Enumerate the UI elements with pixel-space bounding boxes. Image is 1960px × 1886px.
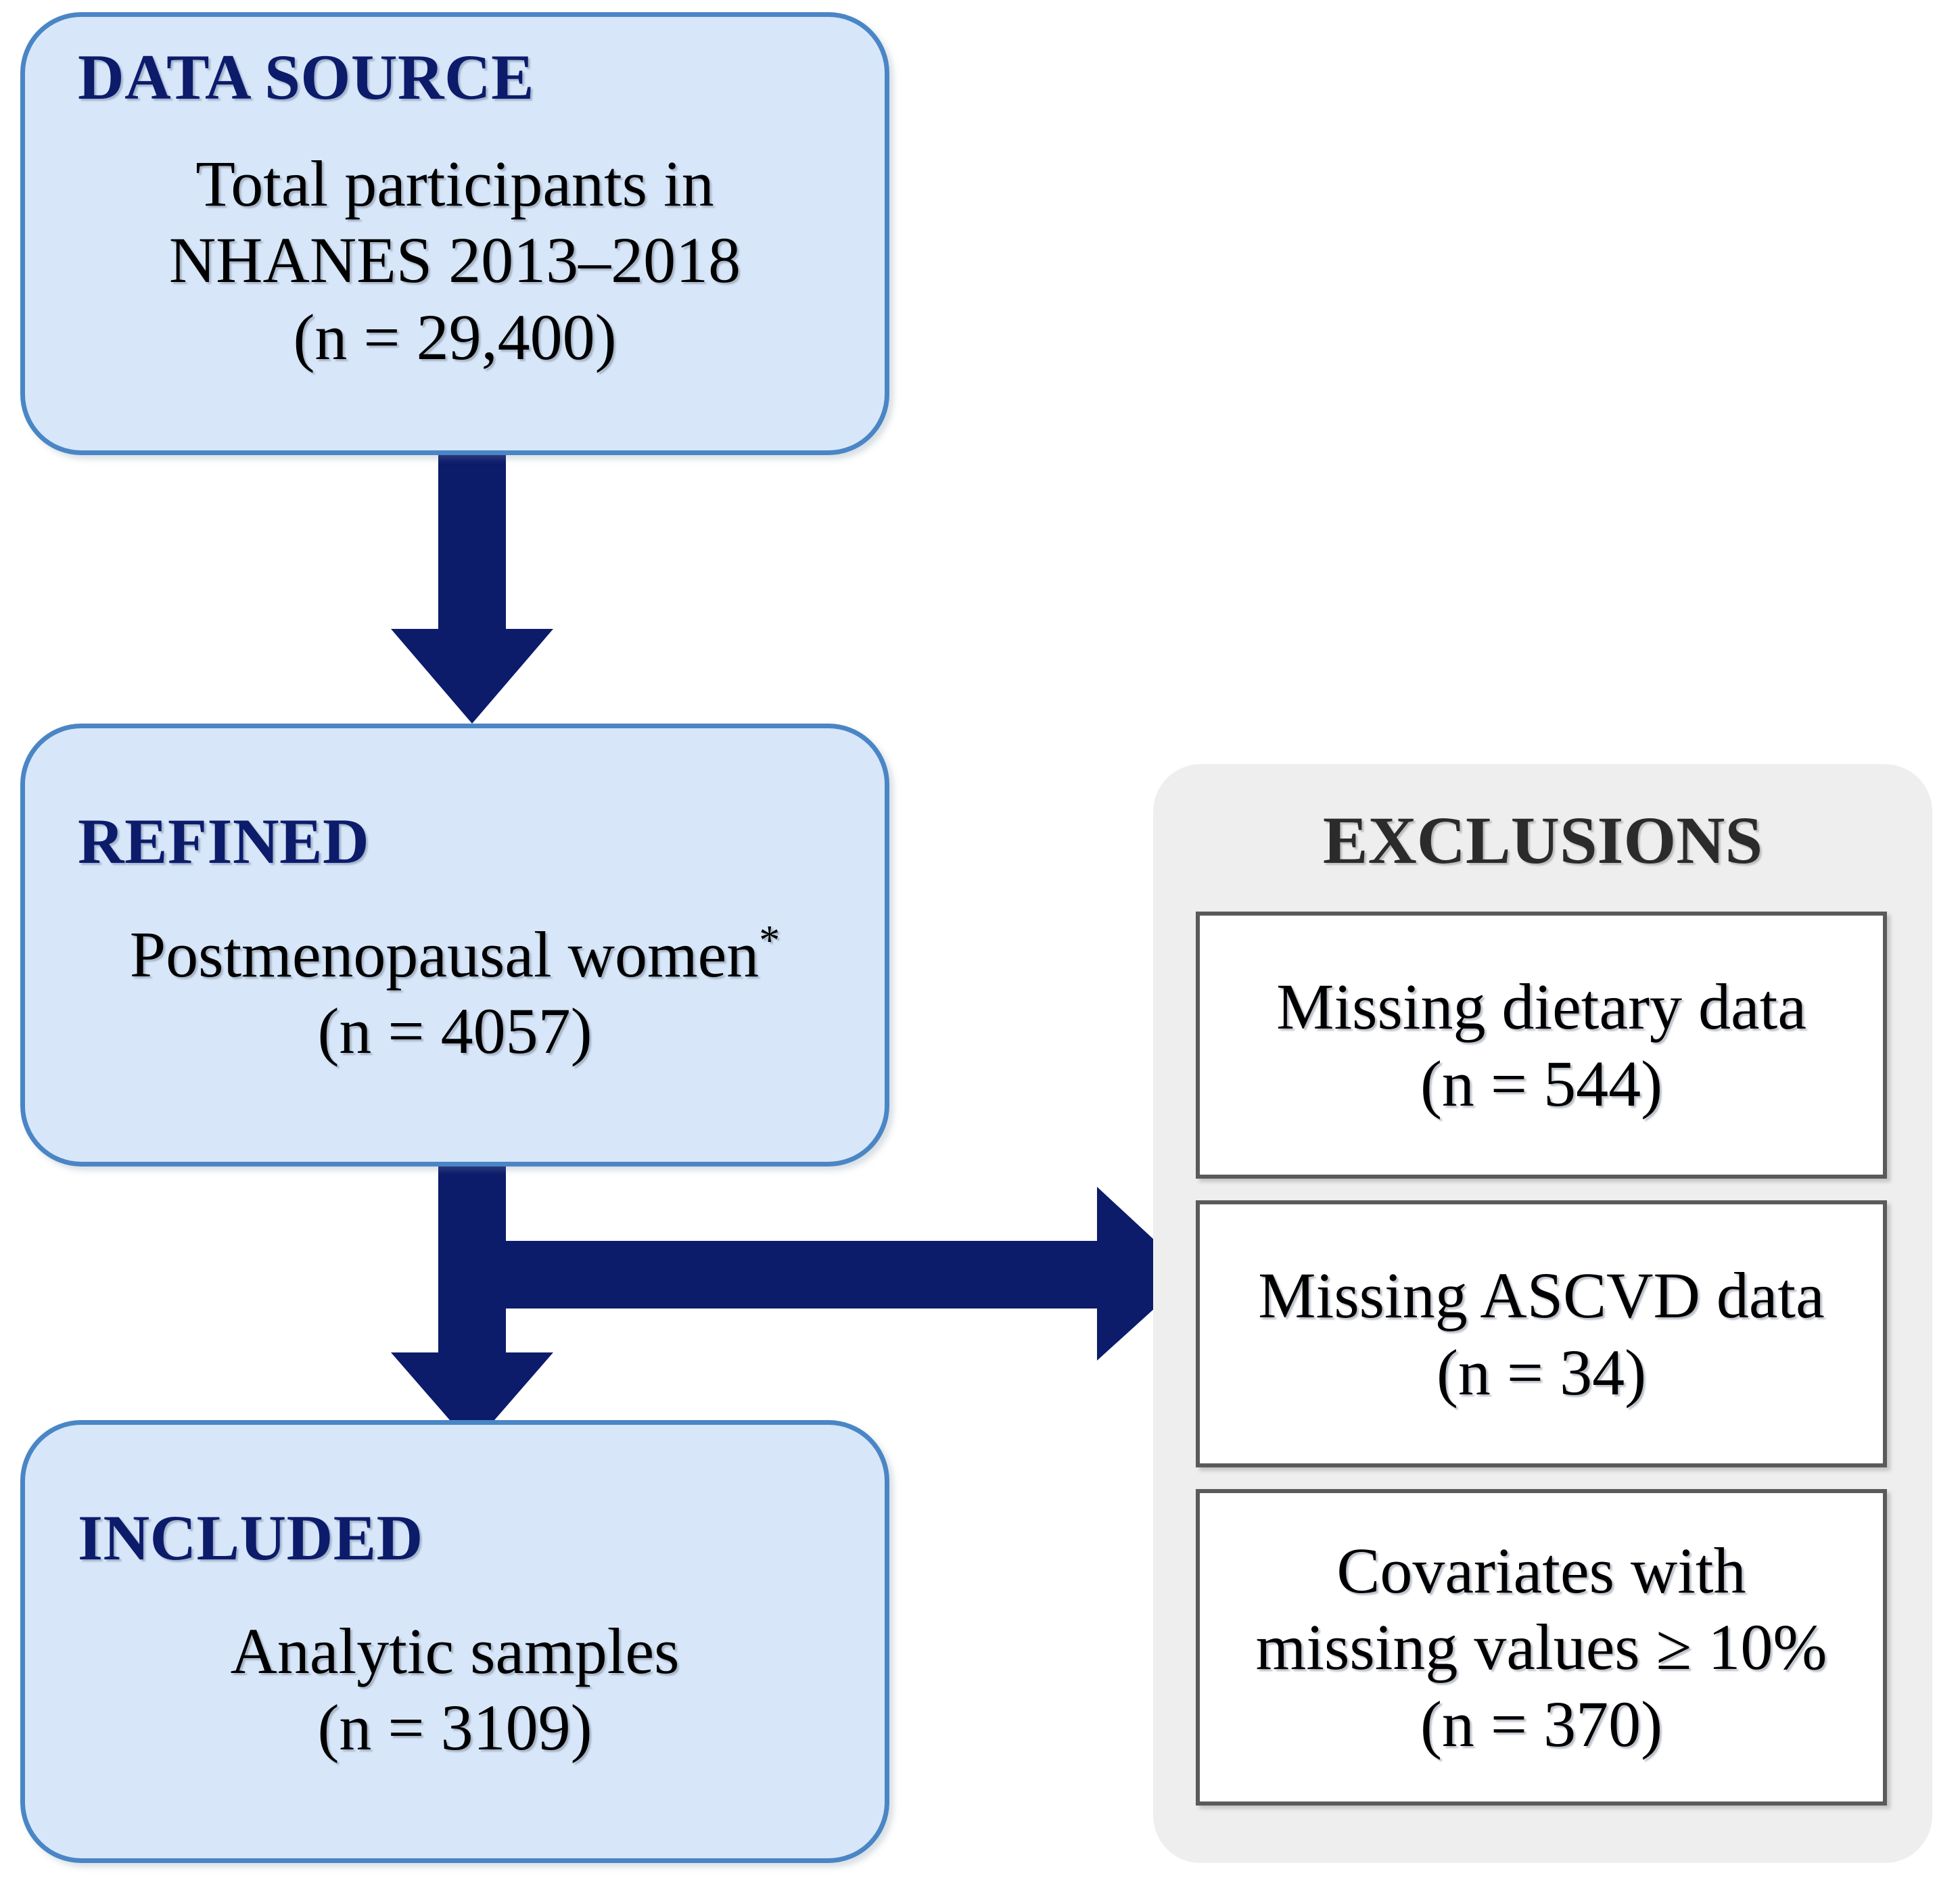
flow-node-body-refined: Postmenopausal women* (n = 4057)	[25, 916, 885, 1070]
arrow-data-source-to-refined	[391, 454, 553, 724]
exclusion-text-line: (n = 34)	[1436, 1336, 1647, 1409]
exclusion-item-covariates-missing-values: Covariates with missing values ≥ 10% (n …	[1196, 1489, 1887, 1806]
exclusion-text-line: Missing dietary data	[1276, 970, 1806, 1043]
flow-text-line: Total participants in	[195, 147, 714, 220]
flow-node-refined: REFINED Postmenopausal women* (n = 4057)	[20, 724, 889, 1166]
footnote-asterisk: *	[759, 918, 780, 964]
flow-node-body-data-source: Total participants in NHANES 2013–2018 (…	[25, 145, 885, 375]
stage-label-included: INCLUDED	[78, 1502, 423, 1574]
stage-label-data-source: DATA SOURCE	[78, 41, 534, 113]
exclusion-text-line: Missing ASCVD data	[1258, 1259, 1825, 1332]
stage-label-refined: REFINED	[78, 805, 370, 877]
flow-text-line: Analytic samples	[230, 1615, 680, 1687]
flow-text-line: (n = 29,400)	[293, 300, 617, 373]
exclusion-text: Missing ASCVD data (n = 34)	[1258, 1257, 1824, 1411]
flow-text-line: (n = 3109)	[317, 1691, 592, 1764]
exclusions-panel: EXCLUSIONS Missing dietary data (n = 544…	[1153, 764, 1932, 1863]
flow-text-line: Postmenopausal women*	[25, 916, 885, 993]
flow-node-body-included: Analytic samples (n = 3109)	[25, 1613, 885, 1766]
exclusion-item-missing-dietary-data: Missing dietary data (n = 544)	[1196, 912, 1887, 1179]
flow-text-line: (n = 4057)	[317, 995, 592, 1068]
exclusion-text: Missing dietary data (n = 544)	[1276, 968, 1806, 1122]
flow-text-line: NHANES 2013–2018	[168, 224, 741, 297]
exclusion-text-line: missing values ≥ 10%	[1255, 1611, 1827, 1684]
exclusions-title: EXCLUSIONS	[1322, 803, 1763, 878]
arrow-refined-to-included	[391, 1166, 553, 1446]
exclusion-text-line: Covariates with	[1336, 1534, 1746, 1607]
exclusion-text-line: (n = 544)	[1420, 1047, 1663, 1120]
flow-text-span: Postmenopausal women	[129, 918, 760, 991]
flow-node-included: INCLUDED Analytic samples (n = 3109)	[20, 1420, 889, 1863]
flow-node-data-source: DATA SOURCE Total participants in NHANES…	[20, 12, 889, 455]
exclusion-item-missing-ascvd-data: Missing ASCVD data (n = 34)	[1196, 1200, 1887, 1467]
exclusion-text: Covariates with missing values ≥ 10% (n …	[1256, 1532, 1827, 1762]
arrow-refined-to-exclusions	[438, 1187, 1192, 1361]
exclusion-text-line: (n = 370)	[1420, 1687, 1663, 1760]
